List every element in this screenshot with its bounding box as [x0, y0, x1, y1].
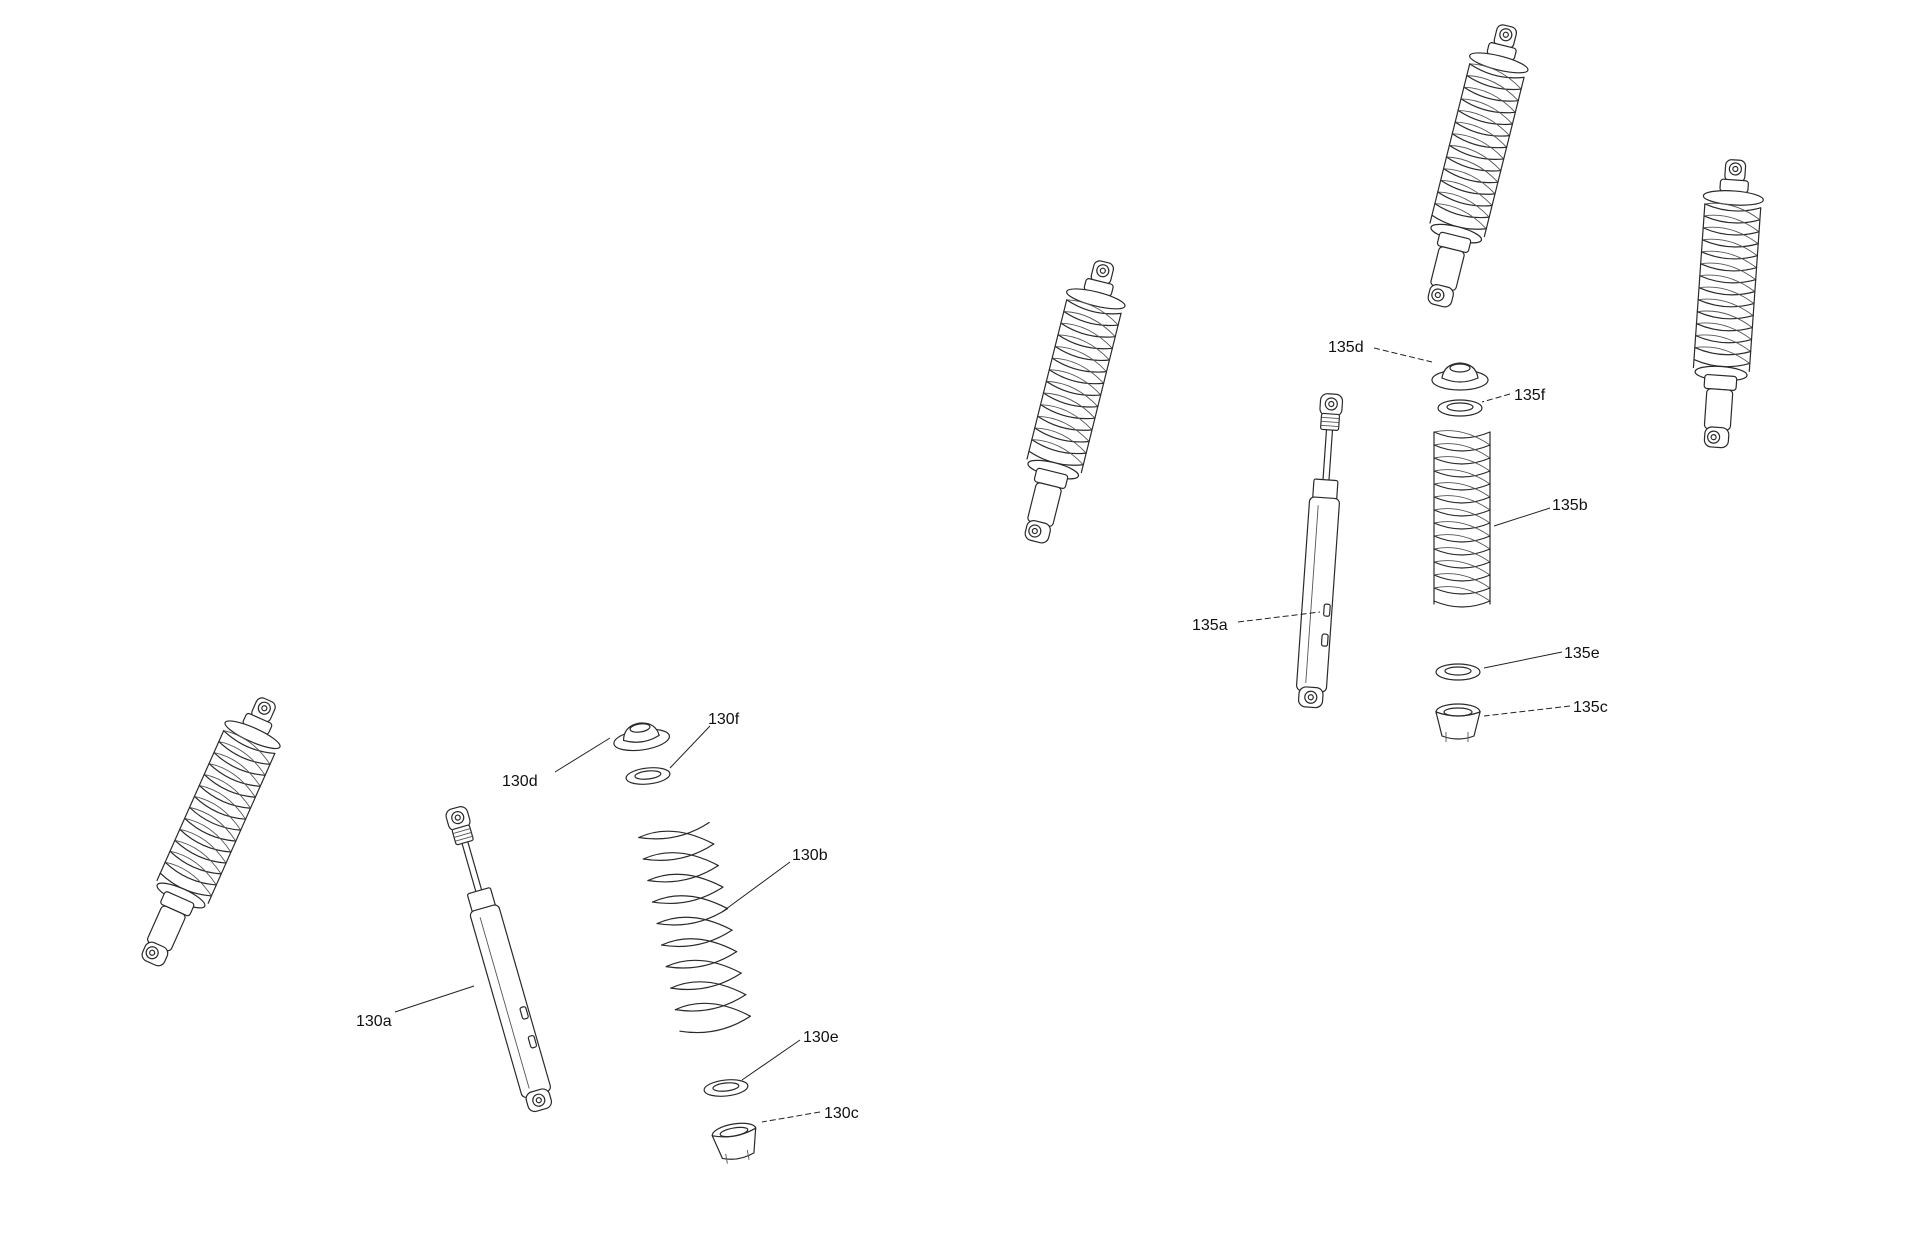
- assembled-shock-left: [122, 687, 297, 976]
- washer-135e: [1435, 663, 1481, 681]
- damper-135a: [1294, 392, 1348, 709]
- label-135d: 135d: [1328, 339, 1364, 356]
- leader-135d: [1373, 347, 1433, 363]
- leader-135c: [1483, 705, 1571, 717]
- label-135c: 135c: [1573, 699, 1608, 716]
- label-130e: 130e: [803, 1029, 839, 1046]
- leader-130d: [554, 737, 611, 773]
- leader-130c: [761, 1111, 821, 1123]
- damper-130a: [439, 803, 557, 1115]
- leader-135e: [1483, 651, 1563, 669]
- collar-130c: [710, 1119, 762, 1166]
- leader-130a: [394, 985, 475, 1013]
- leader-135f: [1481, 393, 1511, 403]
- leader-130b: [721, 861, 791, 913]
- washer-130f: [624, 765, 672, 787]
- label-130c: 130c: [824, 1105, 859, 1122]
- label-130a: 130a: [356, 1013, 392, 1030]
- spring-seat-130d: [610, 718, 672, 755]
- assembled-shock-top: [1408, 18, 1538, 314]
- label-135f: 135f: [1514, 387, 1546, 404]
- label-130f: 130f: [708, 711, 740, 728]
- label-130d: 130d: [502, 773, 538, 790]
- label-135b: 135b: [1552, 497, 1588, 514]
- assembled-shock-right: [1685, 157, 1767, 450]
- leader-130f: [669, 725, 711, 769]
- label-135e: 135e: [1564, 645, 1600, 662]
- leader-130e: [741, 1039, 801, 1081]
- leader-135b: [1493, 507, 1551, 527]
- label-130b: 130b: [792, 847, 828, 864]
- washer-135f: [1437, 399, 1483, 417]
- spring-135b: [1433, 429, 1491, 608]
- spring-130b: [637, 820, 753, 1039]
- washer-130e: [702, 1077, 750, 1099]
- spring-seat-135d: [1431, 362, 1489, 391]
- assembled-shock-middle: [1005, 254, 1135, 550]
- collar-135c: [1435, 703, 1481, 743]
- leader-135a: [1237, 611, 1321, 623]
- label-135a: 135a: [1192, 617, 1228, 634]
